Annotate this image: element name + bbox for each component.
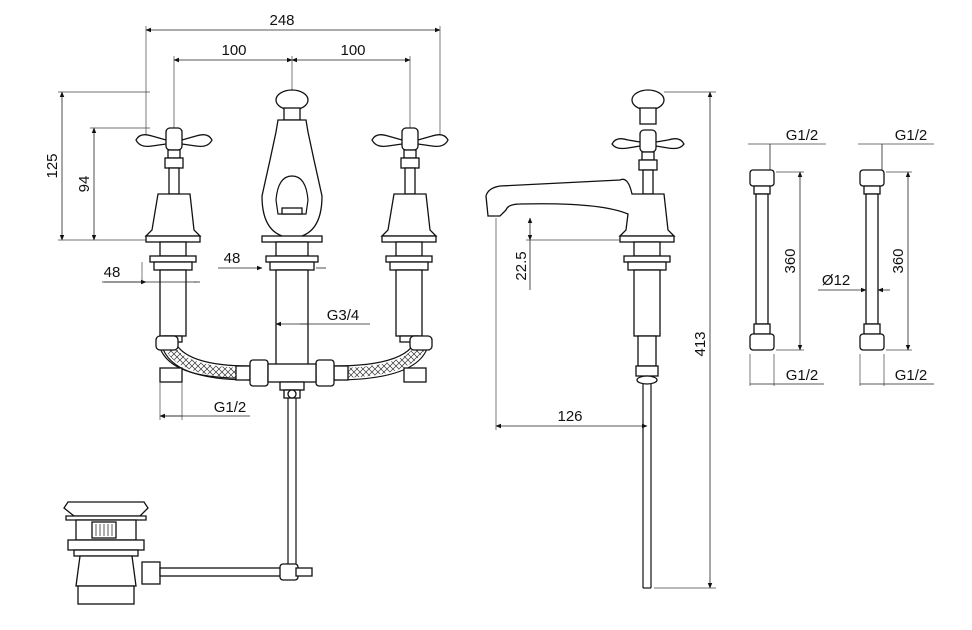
label-hose-right-bottom: G1/2 bbox=[895, 367, 928, 384]
label-hose-right-length: 360 bbox=[890, 248, 907, 273]
label-hose-right-top: G1/2 bbox=[895, 127, 928, 144]
side-view: 22.5 126 413 bbox=[485, 89, 716, 589]
flex-hose-right: G1/2 360 Ø12 G1/2 bbox=[818, 127, 934, 386]
label-hose-left-bottom: G1/2 bbox=[786, 367, 819, 384]
dimension-heights: 125 94 bbox=[44, 91, 150, 241]
right-tap bbox=[371, 127, 449, 343]
label-248: 248 bbox=[269, 12, 294, 29]
dimension-overall-width: 248 bbox=[145, 12, 441, 140]
label-22-5: 22.5 bbox=[513, 251, 530, 280]
label-413: 413 bbox=[692, 331, 709, 356]
dimension-tap-spacing: 100 100 bbox=[173, 42, 411, 130]
pop-up-rod bbox=[287, 398, 297, 569]
flex-hose-left: G1/2 360 G1/2 bbox=[748, 127, 826, 386]
label-48-left: 48 bbox=[104, 264, 121, 281]
label-g1-2-inlet: G1/2 bbox=[214, 399, 247, 416]
label-g3-4: G3/4 bbox=[327, 307, 360, 324]
label-100-left: 100 bbox=[221, 42, 246, 59]
pop-up-waste bbox=[63, 501, 313, 605]
connector-hoses bbox=[155, 335, 433, 399]
front-view: 248 100 100 125 94 bbox=[44, 12, 449, 605]
side-tap bbox=[485, 89, 685, 589]
label-94: 94 bbox=[76, 176, 93, 193]
label-hose-left-length: 360 bbox=[782, 248, 799, 273]
dimension-inlet: G1/2 bbox=[159, 382, 250, 420]
label-125: 125 bbox=[44, 153, 61, 178]
label-48-center: 48 bbox=[224, 250, 241, 267]
label-hose-diameter: Ø12 bbox=[822, 272, 850, 289]
center-spout bbox=[261, 89, 323, 367]
dimension-shanks: 48 48 G3/4 bbox=[102, 250, 370, 327]
label-100-right: 100 bbox=[340, 42, 365, 59]
label-hose-left-top: G1/2 bbox=[786, 127, 819, 144]
left-tap bbox=[135, 127, 213, 343]
label-126: 126 bbox=[557, 408, 582, 425]
dimension-side: 22.5 126 413 bbox=[495, 91, 716, 589]
